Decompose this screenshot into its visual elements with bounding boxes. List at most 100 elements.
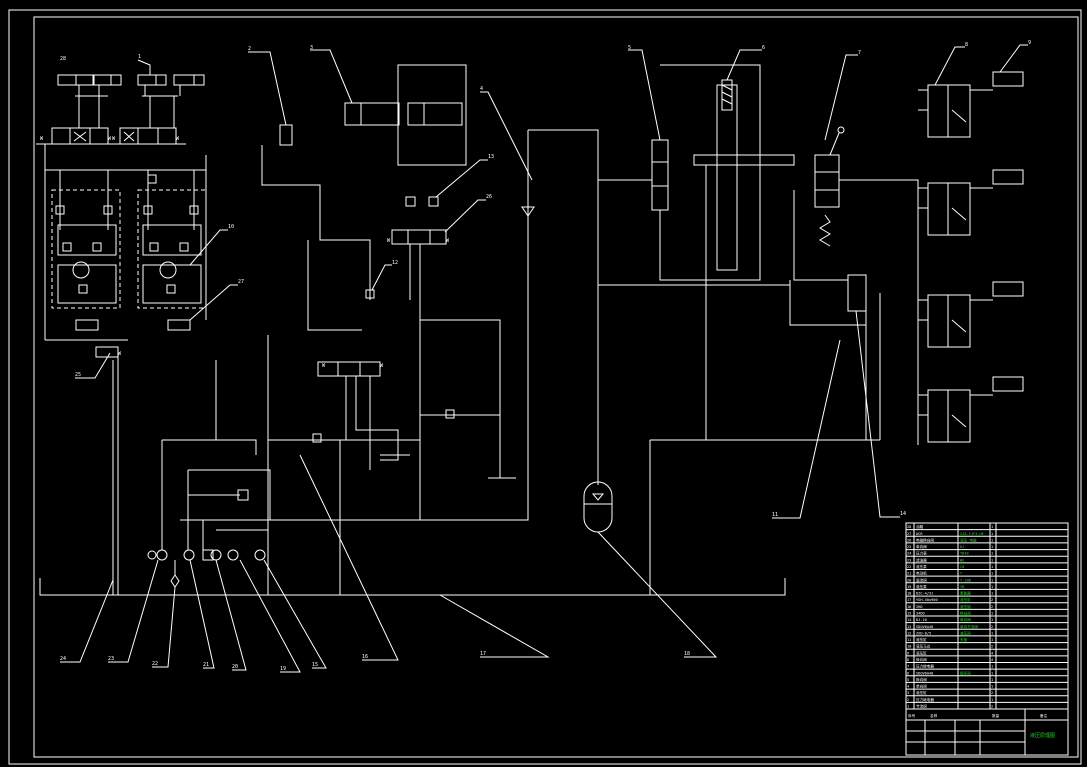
- bom-cell-qty: 1: [991, 565, 993, 569]
- bom-cell-name: 液压泵: [916, 584, 927, 589]
- callout-2: 2: [248, 46, 251, 52]
- callout-14: 14: [900, 511, 906, 517]
- bom-cell-no: 12: [907, 631, 911, 635]
- bom-cell-spec: 夹紧: [960, 637, 968, 642]
- bom-cell-qty: 1: [991, 631, 993, 635]
- bom-cell-qty: 1: [991, 592, 993, 596]
- callout-28: 28: [60, 56, 66, 62]
- callout-10: 10: [228, 224, 234, 230]
- bom-cell-spec: 液压 电磁: [960, 537, 977, 542]
- bom-cell-name: ZXD-8/5: [916, 631, 931, 635]
- svg-text:W: W: [176, 136, 180, 142]
- svg-text:W: W: [40, 136, 44, 142]
- callout-27: 27: [238, 279, 244, 285]
- bom-cell-name: ACR: [916, 532, 923, 536]
- callout-3: 3: [310, 45, 313, 51]
- callout-17: 17: [480, 651, 486, 657]
- bom-cell-qty: 1: [991, 618, 993, 622]
- bom-cell-qty: 1: [991, 678, 993, 682]
- center-clamp-circuit: W W W W: [261, 64, 516, 520]
- bom-cell-qty: 1: [991, 665, 993, 669]
- bom-cell-qty: 1: [991, 671, 993, 675]
- bom-cell-qty: 2: [991, 605, 993, 609]
- bom-cell-no: 8: [907, 658, 909, 662]
- callout-21: 21: [203, 662, 209, 668]
- callout-16: 16: [362, 654, 368, 660]
- bom-cell-qty: 1: [991, 612, 993, 616]
- bom-cell-qty: 1: [991, 638, 993, 642]
- bom-cell-name: 压力继电器: [916, 697, 934, 702]
- tb-header-name: 名称: [930, 713, 938, 718]
- right-cylinder-bank: [918, 71, 1024, 443]
- bom-cell-qty: 1: [991, 525, 993, 529]
- bom-cell-name: 电动机: [916, 571, 927, 576]
- callout-5: 5: [628, 45, 631, 51]
- accumulator-branch: [180, 129, 613, 533]
- svg-text:W: W: [446, 238, 450, 244]
- bom-cell-name: 液压缸: [916, 637, 927, 642]
- bom-cell-no: 15: [907, 612, 911, 616]
- svg-text:W: W: [108, 136, 112, 142]
- bom-cell-no: 6: [907, 671, 909, 675]
- bom-cell-name: 单向阀: [916, 684, 927, 689]
- svg-text:W: W: [380, 363, 384, 369]
- bom-cell-no: 16: [907, 605, 911, 609]
- bom-cell-qty: 1: [991, 698, 993, 702]
- bom-cell-no: 13: [907, 625, 911, 629]
- svg-text:W: W: [112, 136, 116, 142]
- bom-cell-no: 23: [907, 558, 911, 562]
- bom-cell-name: 单向阀: [916, 544, 927, 549]
- bom-cell-no: 4: [907, 685, 909, 689]
- bom-cell-name: 压力表: [916, 551, 927, 556]
- right-sequence-circuit: [598, 64, 919, 595]
- callout-7: 7: [858, 50, 861, 56]
- callout-15: 15: [312, 662, 318, 668]
- bom-cell-no: 11: [907, 638, 911, 642]
- callout-24: 24: [60, 656, 66, 662]
- tb-header-no: 序号: [908, 713, 916, 718]
- callout-23: 23: [108, 656, 114, 662]
- bom-cell-qty: 4: [991, 651, 993, 655]
- svg-text:W: W: [387, 238, 391, 244]
- bom-cell-spec: YB: [960, 585, 964, 589]
- bom-cell-name: 34DO: [916, 612, 925, 616]
- bom-cell-spec: YB40: [960, 552, 969, 556]
- bom-cell-spec: WU: [960, 558, 964, 562]
- callout-20: 20: [232, 664, 238, 670]
- bom-cell-name: 油箱: [916, 524, 924, 529]
- callout-9: 9: [1028, 40, 1031, 46]
- callout-19: 19: [280, 666, 286, 672]
- bom-cell-name: DJ-10: [916, 618, 927, 622]
- callout-26: 26: [486, 194, 492, 200]
- bom-cell-no: 28: [907, 525, 911, 529]
- bom-cell-no: 2: [907, 698, 909, 702]
- bom-cell-spec: DJ: [960, 545, 964, 549]
- bom-cell-spec: CB: [960, 565, 964, 569]
- bom-cell-no: 19: [907, 585, 911, 589]
- callout-11: 11: [772, 512, 778, 518]
- bom-cell-no: 20: [907, 578, 911, 582]
- bom-cell-qty: 2: [991, 691, 993, 695]
- bom-cell-name: DZC-4/31: [916, 592, 933, 596]
- bom-cell-no: 14: [907, 618, 911, 622]
- bom-cell-no: 26: [907, 538, 911, 542]
- bom-cell-name: 2HD: [916, 605, 923, 609]
- bom-cell-qty: 1: [991, 558, 993, 562]
- inner-frame: [33, 16, 1079, 758]
- bom-cell-spec: 顺序阀: [960, 670, 971, 675]
- callout-1: 1: [138, 54, 141, 60]
- bom-cell-qty: 2: [991, 625, 993, 629]
- bom-cell-no: 27: [907, 532, 911, 536]
- svg-text:W: W: [322, 363, 326, 369]
- bom-cell-no: 21: [907, 572, 911, 576]
- svg-text:W: W: [118, 351, 122, 357]
- bom-cell-spec: 蓄能器: [960, 591, 971, 596]
- bom-cell-name: 液压缸: [916, 650, 927, 655]
- bom-cell-name: 液压泵: [916, 564, 927, 569]
- bom-cell-qty: 1: [991, 578, 993, 582]
- bom-cell-spec: 单向节流阀: [960, 624, 978, 629]
- bom-cell-qty: 1: [991, 532, 993, 536]
- bom-cell-qty: 1: [991, 545, 993, 549]
